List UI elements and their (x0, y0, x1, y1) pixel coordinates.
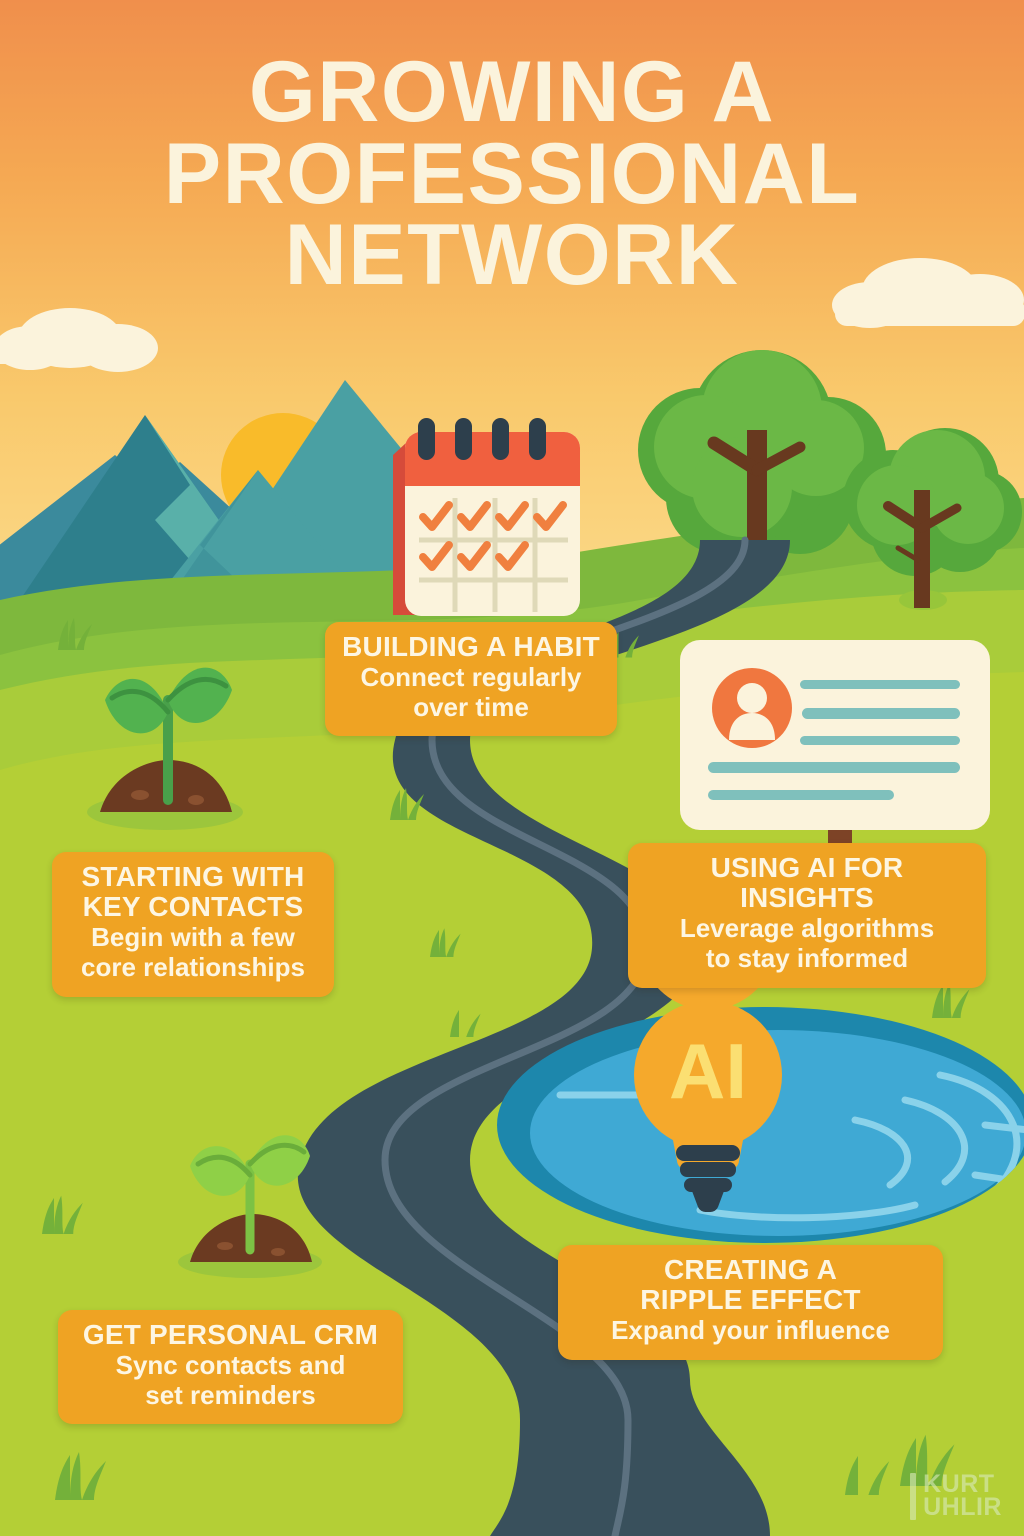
card-title: BUILDING A HABIT (342, 631, 600, 662)
avatar (712, 668, 792, 748)
card-title: STARTING WITH KEY CONTACTS (81, 861, 305, 923)
winding-path-icon (297, 540, 790, 1536)
callout-card-starting-with-key-contacts: STARTING WITH KEY CONTACTS Begin with a … (52, 852, 334, 997)
grass-tufts-icon (42, 618, 970, 1500)
cloud-right-icon (832, 258, 1024, 328)
lightbulb-base (676, 1145, 740, 1213)
watermark-bar-icon (910, 1472, 917, 1520)
watermark-text: KURT UHLIR (923, 1469, 1002, 1522)
cloud-left-icon (0, 308, 158, 372)
tree-trunk (747, 430, 767, 550)
watermark-kurt-uhlir: KURT UHLIR (910, 1469, 1002, 1522)
seedling-lower-icon (178, 1135, 322, 1278)
seedling-upper-icon (87, 667, 243, 830)
mountain-right-icon (155, 470, 365, 600)
callout-card-get-personal-crm: GET PERSONAL CRM Sync contacts and set r… (58, 1310, 403, 1425)
card-title: USING AI FOR INSIGHTS (710, 852, 904, 914)
tree-trunk-small (914, 490, 930, 608)
card-title: CREATING A RIPPLE EFFECT (640, 1254, 861, 1316)
watermark-line-2: UHLIR (923, 1493, 1002, 1522)
callout-card-using-ai-for-insights: USING AI FOR INSIGHTS Leverage algorithm… (628, 843, 986, 988)
card-subtitle: Connect regularly over time (360, 662, 582, 722)
calendar-icon (393, 418, 580, 616)
watermark-line-1: KURT (923, 1469, 995, 1498)
card-subtitle: Sync contacts and set reminders (115, 1350, 346, 1410)
card-subtitle: Leverage algorithms to stay informed (679, 913, 935, 974)
card-title: GET PERSONAL CRM (82, 1319, 379, 1350)
card-subtitle: Begin with a few core relationships (81, 922, 305, 983)
card-subtitle: Expand your influence (611, 1315, 890, 1346)
lightbulb-ai-label: AI (669, 1027, 747, 1115)
mountain-right-shade-icon (168, 470, 258, 600)
tree-small-icon (843, 428, 1022, 610)
callout-card-building-a-habit: BUILDING A HABIT Connect regularly over … (325, 622, 617, 737)
tree-large-icon (638, 350, 886, 557)
contact-card-lines (708, 680, 960, 800)
callout-card-creating-a-ripple-effect: CREATING A RIPPLE EFFECT Expand your inf… (558, 1245, 943, 1361)
